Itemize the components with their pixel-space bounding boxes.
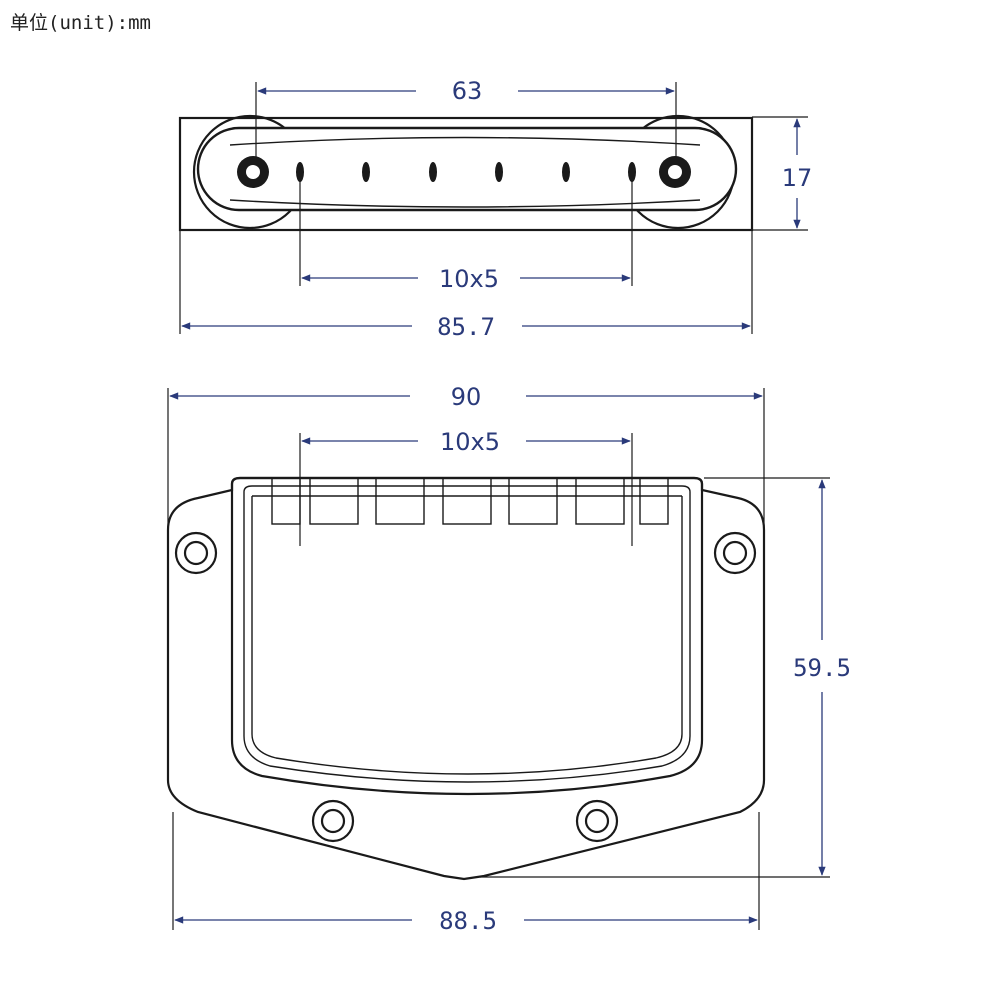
top-view: 63 17 10x5 85.7 [178, 77, 813, 341]
string-notches [296, 162, 636, 182]
bottom-view: 90 10x5 59.5 88.5 [166, 383, 851, 935]
saddle-bar [196, 126, 738, 212]
dim-88-5-label: 88.5 [439, 907, 497, 935]
dim-90-label: 90 [451, 383, 482, 411]
top-base-plate [178, 116, 754, 232]
unit-label: 单位(unit):mm [10, 12, 151, 34]
tailpiece-cover-inner [243, 485, 691, 783]
string-slots [271, 477, 669, 525]
dim-10x5-top-label: 10x5 [439, 265, 499, 293]
mounting-holes [174, 531, 757, 843]
dim-59-5-label: 59.5 [793, 654, 851, 682]
dim-85-7-label: 85.7 [437, 313, 495, 341]
saddle-highlight [229, 136, 701, 146]
dim-63-label: 63 [452, 77, 483, 105]
dim-10x5-bottom-label: 10x5 [440, 428, 500, 456]
tailpiece-cover-outer [230, 476, 704, 796]
tailpiece-base-plate [166, 476, 766, 881]
dim-17-label: 17 [782, 164, 813, 192]
